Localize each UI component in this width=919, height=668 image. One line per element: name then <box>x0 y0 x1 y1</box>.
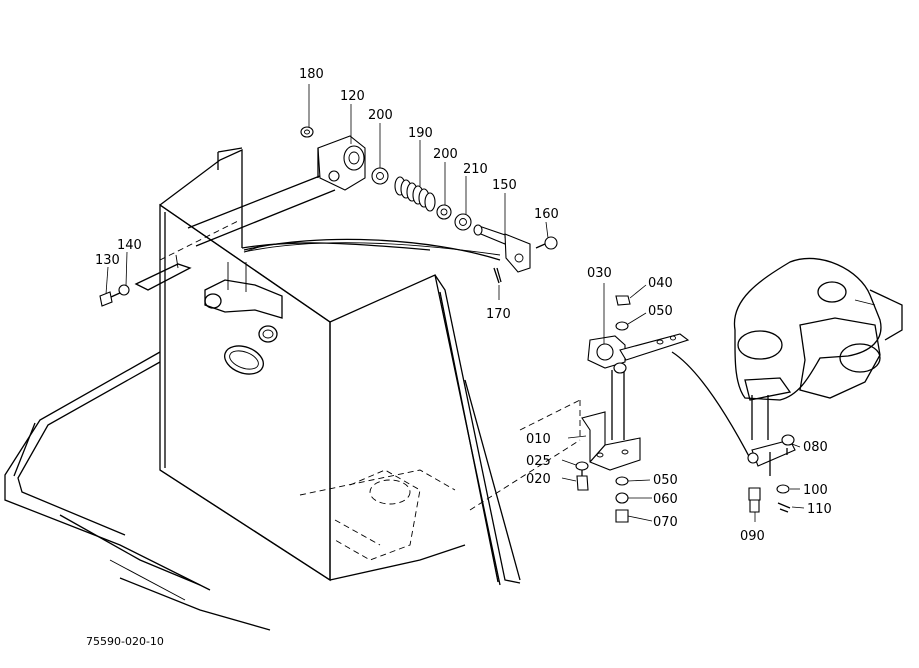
callout-080: 080 <box>803 440 828 455</box>
floor-frame <box>4 351 271 631</box>
hidden-lines <box>159 219 581 561</box>
leader-lines <box>105 84 805 522</box>
callout-150: 150 <box>492 178 517 193</box>
callout-210: 210 <box>463 162 488 177</box>
pin-160 <box>535 236 558 250</box>
washer-050-lower <box>615 476 629 486</box>
washer-060 <box>615 492 629 504</box>
callout-labels: 180 120 200 190 200 210 150 160 140 130 … <box>95 67 832 544</box>
washer-100 <box>776 484 790 494</box>
nut-070 <box>615 509 629 523</box>
callout-090: 090 <box>740 529 765 544</box>
callout-100: 100 <box>803 483 828 498</box>
callout-120: 120 <box>340 89 365 104</box>
clevis-pin-150 <box>473 224 531 273</box>
callout-040: 040 <box>648 276 673 291</box>
washer-140 <box>118 284 130 296</box>
callout-030: 030 <box>587 266 612 281</box>
bracket-120 <box>317 135 366 191</box>
diagram-reference-number: 75590-020-10 <box>86 635 164 648</box>
lever-080 <box>747 434 796 476</box>
throttle-cable-lower <box>671 351 753 463</box>
callout-020: 020 <box>526 472 551 487</box>
washer-180 <box>300 126 314 138</box>
callout-060: 060 <box>653 492 678 507</box>
washer-200-b <box>436 204 452 220</box>
callout-170: 170 <box>486 307 511 322</box>
washer-200-a <box>371 167 389 185</box>
callout-130: 130 <box>95 253 120 268</box>
governor-housing <box>733 257 903 440</box>
callout-050-lower: 050 <box>653 473 678 488</box>
callout-200-a: 200 <box>368 108 393 123</box>
callout-180: 180 <box>299 67 324 82</box>
bracket-010 <box>581 411 641 471</box>
callout-110: 110 <box>807 502 832 517</box>
washer-210 <box>454 213 472 231</box>
bolt-090 <box>748 487 761 513</box>
lever-assembly-030 <box>587 333 690 440</box>
throttle-cable-upper <box>243 238 501 261</box>
callout-140: 140 <box>117 238 142 253</box>
spring-190 <box>394 176 436 212</box>
callout-160: 160 <box>534 207 559 222</box>
bolt-130 <box>99 291 123 307</box>
callout-010: 010 <box>526 432 551 447</box>
washer-025 <box>575 461 589 471</box>
cotter-pin-170 <box>493 267 502 284</box>
callout-070: 070 <box>653 515 678 530</box>
callout-025: 025 <box>526 454 551 469</box>
nut-040 <box>615 295 631 306</box>
callout-200-b: 200 <box>433 147 458 162</box>
washer-050-upper <box>615 321 629 331</box>
side-plate <box>134 254 192 291</box>
callout-190: 190 <box>408 126 433 141</box>
callout-050-upper: 050 <box>648 304 673 319</box>
bolt-020 <box>576 470 589 491</box>
clip-110 <box>777 502 791 513</box>
